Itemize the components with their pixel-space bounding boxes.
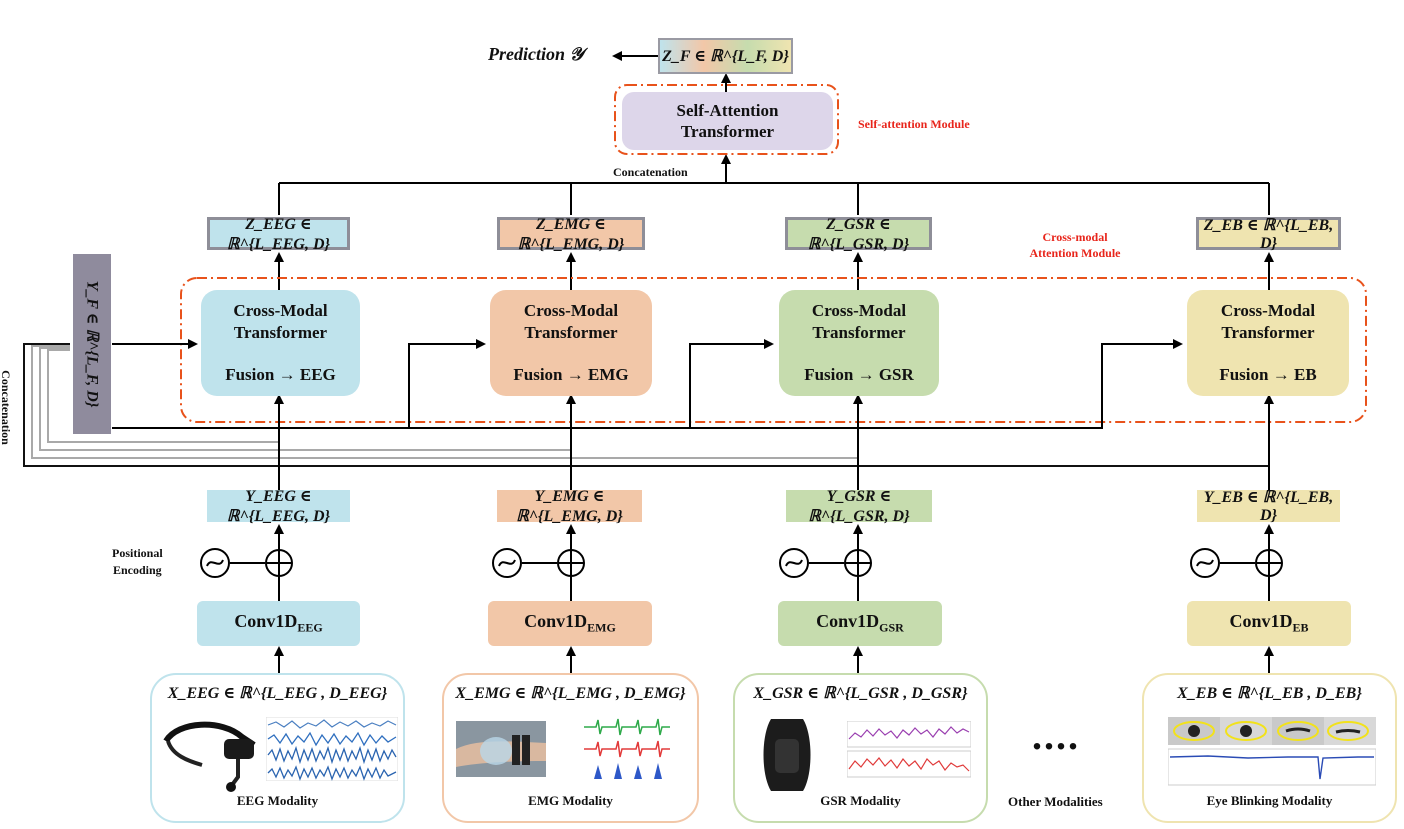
y-f-fusion-box: Y_F ∈ ℝ^{L_F, D}: [73, 254, 111, 434]
eeg-signal-chart: [266, 717, 398, 781]
emg-modality-label: EMG Modality: [528, 793, 613, 808]
self-attention-line2: Transformer: [680, 122, 775, 141]
cross-modal-module-label: Cross-modal Attention Module: [1010, 229, 1140, 261]
cm-eeg-title2: Transformer: [233, 323, 328, 342]
conv-eb-label: Conv1D: [1229, 611, 1293, 632]
positional-encoding-ops: [200, 524, 1283, 601]
y-eb-box: Y_EB ∈ ℝ^{L_EB, D}: [1197, 489, 1340, 524]
emg-armband-icon: [456, 721, 546, 777]
prediction-label: Prediction 𝒴: [488, 44, 584, 64]
self-attention-module-border: [614, 84, 839, 155]
self-attention-transformer: Self-Attention Transformer: [622, 92, 833, 150]
conv-eb-sub: EB: [1292, 620, 1309, 635]
y-gsr-box: Y_GSR ∈ ℝ^{L_GSR, D}: [786, 488, 932, 525]
conv-gsr-label: Conv1D: [816, 611, 880, 632]
y-f-label: Y_F ∈ ℝ^{L_F, D}: [83, 280, 100, 408]
cm-gsr-fusion: Fusion → GSR: [804, 365, 914, 384]
concatenation-top-label: Concatenation: [613, 165, 688, 179]
conv-eeg-sub: EEG: [297, 620, 323, 635]
gsr-modality-panel: X_GSR ∈ ℝ^{L_GSR , D_GSR} GSR Modality: [733, 673, 988, 823]
x-eeg-label: X_EEG ∈ ℝ^{L_EEG , D_EEG}: [167, 685, 388, 702]
cross-modal-module-border: [180, 277, 1367, 423]
self-attention-module-label: Self-attention Module: [858, 117, 970, 131]
conv1d-eeg: Conv1DEEG: [197, 601, 360, 646]
gsr-modality-label: GSR Modality: [820, 793, 901, 808]
cross-modal-label-line2: Attention Module: [1029, 246, 1121, 260]
gsr-wristband-icon: [763, 719, 811, 791]
y-emg-box: Y_EMG ∈ ℝ^{L_EMG, D}: [497, 488, 642, 525]
positional-encoding-line1: Positional: [112, 546, 163, 560]
x-gsr-label: X_GSR ∈ ℝ^{L_GSR , D_GSR}: [753, 685, 968, 702]
cm-eb-fusion: Fusion → EB: [1219, 365, 1317, 384]
self-attention-line1: Self-Attention: [676, 101, 779, 120]
z-f-embedding: Z_F ∈ ℝ^{L_F, D}: [658, 38, 793, 74]
cm-gsr-title2: Transformer: [812, 323, 906, 342]
cross-modal-label-line1: Cross-modal: [1042, 230, 1108, 244]
cross-modal-transformer-gsr: Cross-Modal Transformer Fusion → GSR: [779, 290, 939, 396]
x-eb-label: X_EB ∈ ℝ^{L_EB , D_EB}: [1177, 685, 1362, 702]
z-eeg-box: Z_EEG ∈ ℝ^{L_EEG, D}: [207, 216, 350, 253]
cm-emg-title2: Transformer: [524, 323, 618, 342]
conv1d-eb: Conv1DEB: [1187, 601, 1351, 646]
positional-encoding-line2: Encoding: [112, 563, 162, 577]
z-gsr-box: Z_GSR ∈ ℝ^{L_GSR, D}: [785, 216, 932, 253]
positional-encoding-label: Positional Encoding: [112, 545, 163, 579]
eeg-modality-label: EEG Modality: [236, 793, 319, 808]
conv1d-gsr: Conv1DGSR: [778, 601, 942, 646]
z-eb-box: Z_EB ∈ ℝ^{L_EB, D}: [1196, 217, 1341, 252]
emg-modality-panel: X_EMG ∈ ℝ^{L_EMG , D_EMG} EMG Modality: [442, 673, 699, 823]
eb-modality-label: Eye Blinking Modality: [1206, 793, 1333, 808]
z-emg-box: Z_EMG ∈ ℝ^{L_EMG, D}: [497, 216, 645, 253]
other-modalities-dots: ....: [1032, 713, 1080, 758]
emg-signal-chart: [584, 718, 670, 779]
cm-eb-title1: Cross-Modal: [1220, 301, 1316, 320]
eye-blink-chart: [1168, 717, 1376, 786]
cm-emg-fusion: Fusion → EMG: [513, 365, 629, 384]
conv-gsr-sub: GSR: [879, 620, 904, 635]
eb-modality-panel: X_EB ∈ ℝ^{L_EB , D_EB} Eye Blinking Moda…: [1142, 673, 1397, 823]
x-emg-label: X_EMG ∈ ℝ^{L_EMG , D_EMG}: [455, 685, 686, 702]
eeg-headset-icon: [163, 721, 256, 792]
cm-eeg-fusion: Fusion → EEG: [225, 365, 336, 384]
cross-modal-transformer-eb: Cross-Modal Transformer Fusion → EB: [1187, 290, 1349, 396]
conv1d-emg: Conv1DEMG: [488, 601, 652, 646]
conv-emg-label: Conv1D: [524, 611, 588, 632]
cm-eb-title2: Transformer: [1221, 323, 1315, 342]
concatenation-side-label: Concatenation: [0, 370, 13, 445]
cm-eeg-title1: Cross-Modal: [233, 301, 328, 320]
cross-modal-transformer-eeg: Cross-Modal Transformer Fusion → EEG: [201, 290, 360, 396]
cm-emg-title1: Cross-Modal: [523, 301, 619, 320]
gsr-signal-chart: [847, 721, 971, 778]
cross-modal-transformer-emg: Cross-Modal Transformer Fusion → EMG: [490, 290, 652, 396]
y-eeg-box: Y_EEG ∈ ℝ^{L_EEG, D}: [207, 488, 350, 525]
conv-emg-sub: EMG: [587, 620, 616, 635]
conv-eeg-label: Conv1D: [234, 611, 298, 632]
cm-gsr-title1: Cross-Modal: [811, 301, 907, 320]
other-modalities-label: Other Modalities: [1008, 794, 1103, 809]
eeg-modality-panel: X_EEG ∈ ℝ^{L_EEG , D_EEG} EEG Modality: [150, 673, 405, 823]
